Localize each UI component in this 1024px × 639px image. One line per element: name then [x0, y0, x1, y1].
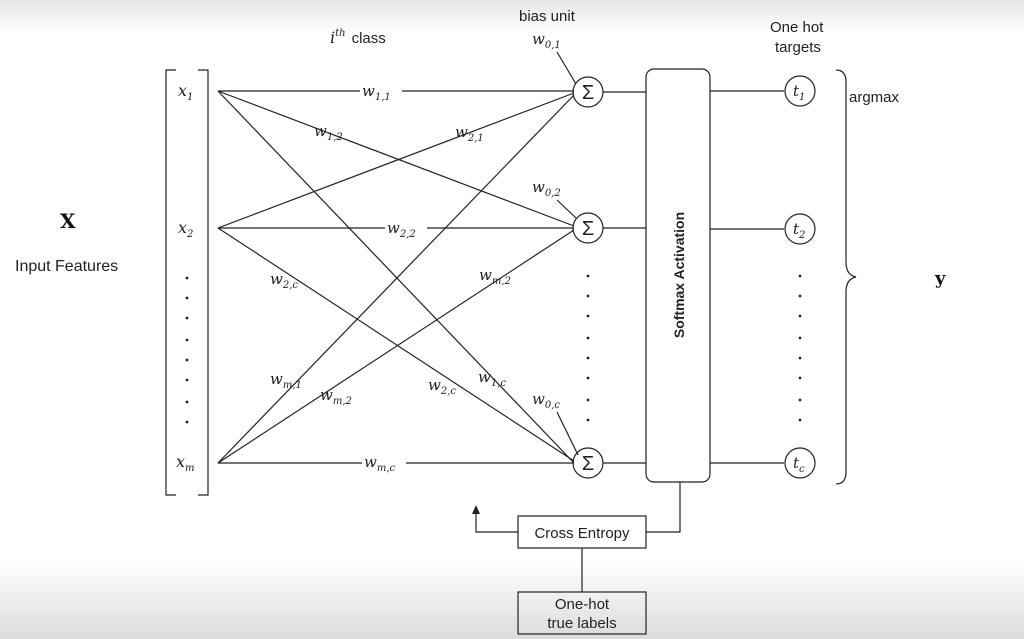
arrow-up-icon [472, 505, 480, 514]
sum-node-1: Σ [572, 76, 604, 108]
true-labels-box [517, 591, 647, 635]
bias-w0c: w0,c [532, 390, 560, 411]
softmax-box [645, 68, 711, 483]
input-node-x1: x1 [178, 81, 193, 103]
weight-w2c-left: w2,c [270, 270, 298, 291]
true-labels-line1: One-hot [555, 596, 610, 613]
sum-node-2: Σ [572, 212, 604, 244]
target-ellipsis [798, 274, 802, 422]
sigma-icon: Σ [582, 218, 594, 240]
sum-ellipsis [586, 274, 590, 422]
sigma-icon: Σ [582, 82, 594, 104]
weight-wmc: wm,c [364, 453, 396, 474]
input-node-x2: x2 [178, 218, 193, 240]
weight-w11: w1,1 [362, 82, 391, 103]
weight-wm1: wm,1 [270, 370, 302, 391]
target-node-t1: t1 [784, 75, 816, 107]
weight-w21: w2,1 [455, 123, 484, 144]
input-node-xm: xm [176, 452, 195, 474]
weight-w1c: w1,c [478, 368, 506, 389]
bias-w02: w0,2 [532, 178, 561, 199]
target-node-t2: t2 [784, 213, 816, 245]
bias-units: w0,1 w0,2 w0,c [532, 30, 579, 456]
weight-wm2-right: wm,2 [479, 266, 511, 287]
true-labels-line2: true labels [547, 615, 616, 632]
x-matrix-symbol: X [60, 209, 76, 233]
input-bracket [165, 69, 176, 496]
cross-entropy-label: Cross Entropy [534, 525, 630, 542]
svg-text:t1: t1 [793, 82, 805, 103]
input-ellipsis [185, 276, 189, 424]
weight-w22: w2,2 [387, 219, 416, 240]
bias-unit-label: bias unit [519, 8, 576, 25]
softmax-to-loss-line [646, 482, 681, 533]
svg-text:tc: tc [793, 454, 805, 475]
bias-w01: w0,1 [532, 30, 561, 51]
svg-text:t2: t2 [793, 220, 805, 241]
weight-labels: w1,1 w1,2 w2,1 w2,2 w2,c wm,2 wm,1 wm,2 … [270, 80, 511, 474]
argmax-label: argmax [849, 89, 900, 106]
weight-wm2-left: wm,2 [320, 386, 352, 407]
y-output-symbol: y [934, 268, 946, 289]
input-features-label: Input Features [15, 258, 118, 275]
target-node-tc: tc [784, 447, 816, 479]
argmax-brace [835, 69, 857, 485]
sigma-icon: Σ [582, 453, 594, 475]
one-hot-targets-line1: One hot [770, 19, 824, 36]
input-bracket-right [198, 69, 209, 496]
softmax-label: Softmax Activation [671, 212, 687, 338]
loss-feedback-arrow [475, 512, 518, 533]
one-hot-targets-line2: targets [775, 39, 821, 56]
weight-w12: w1,2 [314, 122, 343, 143]
sum-node-c: Σ [572, 447, 604, 479]
weight-w2c-right: w2,c [428, 376, 456, 397]
